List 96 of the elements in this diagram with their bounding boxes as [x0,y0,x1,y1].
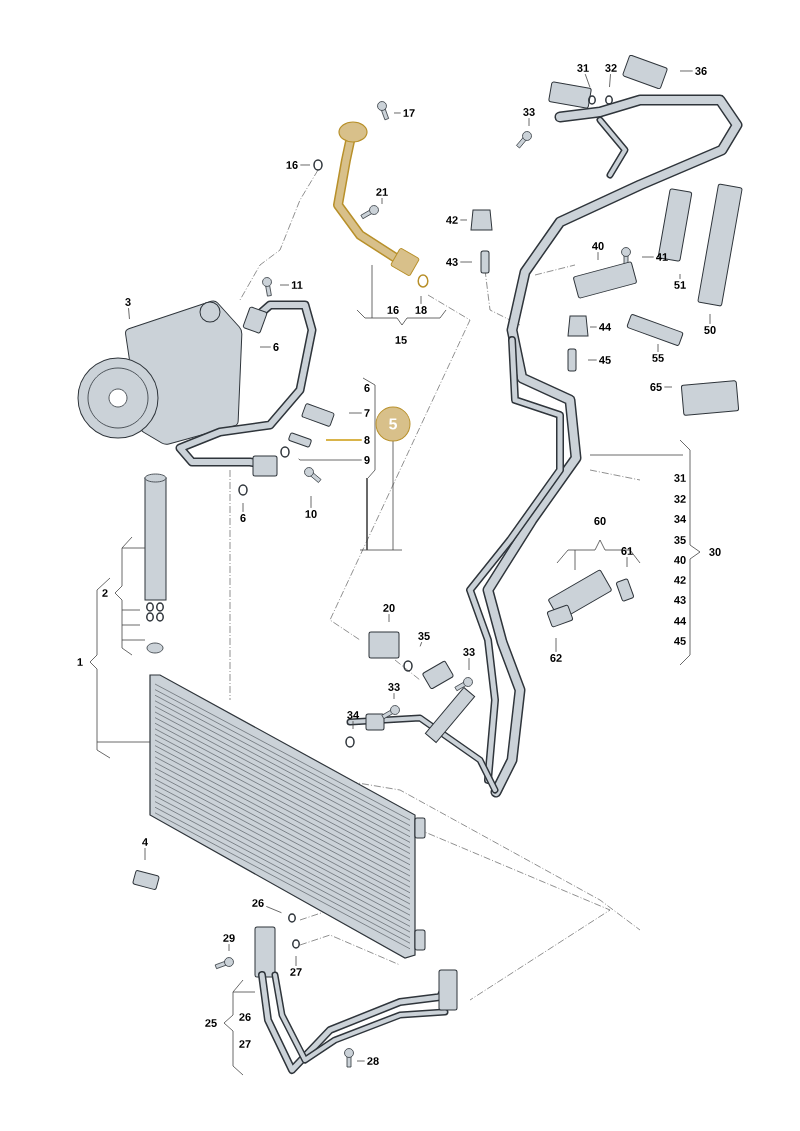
leader-line [657,343,659,353]
callout-number: 65 [650,383,662,391]
leader-line [679,273,681,280]
callout-number: 9 [364,456,370,464]
callout-number: 42 [446,216,458,224]
callout-number: 7 [364,409,370,417]
callout-number: 18 [415,306,427,314]
callout-number: 50 [704,326,716,334]
callout-number: 36 [695,67,707,75]
leader-line [388,613,390,623]
callout-number: 6 [273,343,279,351]
leader-line [265,906,282,914]
leader-line [528,117,530,127]
leader-line [609,73,611,88]
leader-line [128,307,130,320]
callout-number: 3 [125,298,131,306]
leader-line [597,251,599,261]
callout-number: 1 [77,658,83,666]
callout-number: 30 [709,548,721,556]
callout-number: 44 [599,323,612,331]
callout-number: 33 [388,683,400,691]
callout-badge: 5 [375,406,411,442]
callout-number: 45 [674,637,686,645]
callout-number: 15 [395,336,407,344]
leader-line [459,261,473,263]
callout-number: 43 [446,258,458,266]
leader-line [310,495,312,509]
leader-line [228,943,230,952]
callout-number: 40 [674,556,686,564]
callout-number: 33 [523,108,535,116]
callout-number: 45 [599,356,611,364]
callout-number: 6 [364,384,370,392]
leader-line [242,502,244,513]
leader-line [381,197,383,205]
callout-number: 44 [674,617,687,625]
callout-number: 35 [418,632,430,640]
leader-line [279,284,290,286]
leader-line [584,73,591,88]
leader-line [298,458,363,461]
leader-line [295,955,297,967]
leader-line [626,556,628,568]
callout-number: 61 [621,547,633,555]
leader-line [393,692,395,700]
callout-number: 32 [674,495,686,503]
leader-line [679,70,694,72]
callout-number: 4 [142,838,148,846]
callout-number: 6 [240,514,246,522]
callout-number: 43 [674,596,686,604]
callout-number: 27 [239,1040,251,1048]
leader-line [299,164,311,166]
callout-number: 25 [205,1019,217,1027]
leader-line [663,386,673,388]
leader-line [356,1060,366,1062]
callout-number: 60 [594,517,606,525]
callout-number: 10 [305,510,317,518]
callout-number: 41 [656,253,668,261]
callout-number: 29 [223,934,235,942]
callout-number: 33 [463,648,475,656]
callout-number: 17 [403,109,415,117]
leader-line [259,346,272,348]
callout-number: 42 [674,576,686,584]
leader-line [393,112,402,114]
callout-number: 62 [550,654,562,662]
callout-number: 34 [347,711,360,719]
callout-number: 21 [376,188,388,196]
callout-number: 26 [239,1013,251,1021]
callout-number: 11 [291,281,303,289]
leader-line [468,657,470,671]
leader-line [589,326,598,328]
callout-number: 31 [674,474,686,482]
leader-line [325,439,363,441]
leader-line [420,295,422,305]
callout-number: 55 [652,354,664,362]
callout-number: 32 [605,64,617,72]
callout-number: 27 [290,968,302,976]
leader-line [419,641,423,647]
callout-number: 51 [674,281,686,289]
callout-number: 34 [674,515,687,523]
leader-line [459,219,468,221]
callout-number: 40 [592,242,604,250]
callout-number: 2 [102,589,108,597]
callout-number: 16 [387,306,399,314]
leader-line [352,720,354,730]
leader-line [348,412,363,414]
leader-line [587,359,598,361]
leader-line [144,847,146,861]
leader-line [709,313,711,325]
callout-number: 16 [286,161,298,169]
callout-number: 8 [364,436,370,444]
leader-line [555,637,557,653]
callout-number: 35 [674,536,686,544]
callout-number: 26 [252,899,264,907]
callout-number: 28 [367,1057,379,1065]
callout-number: 20 [383,604,395,612]
callout-number: 31 [577,64,589,72]
leader-line [641,256,655,258]
